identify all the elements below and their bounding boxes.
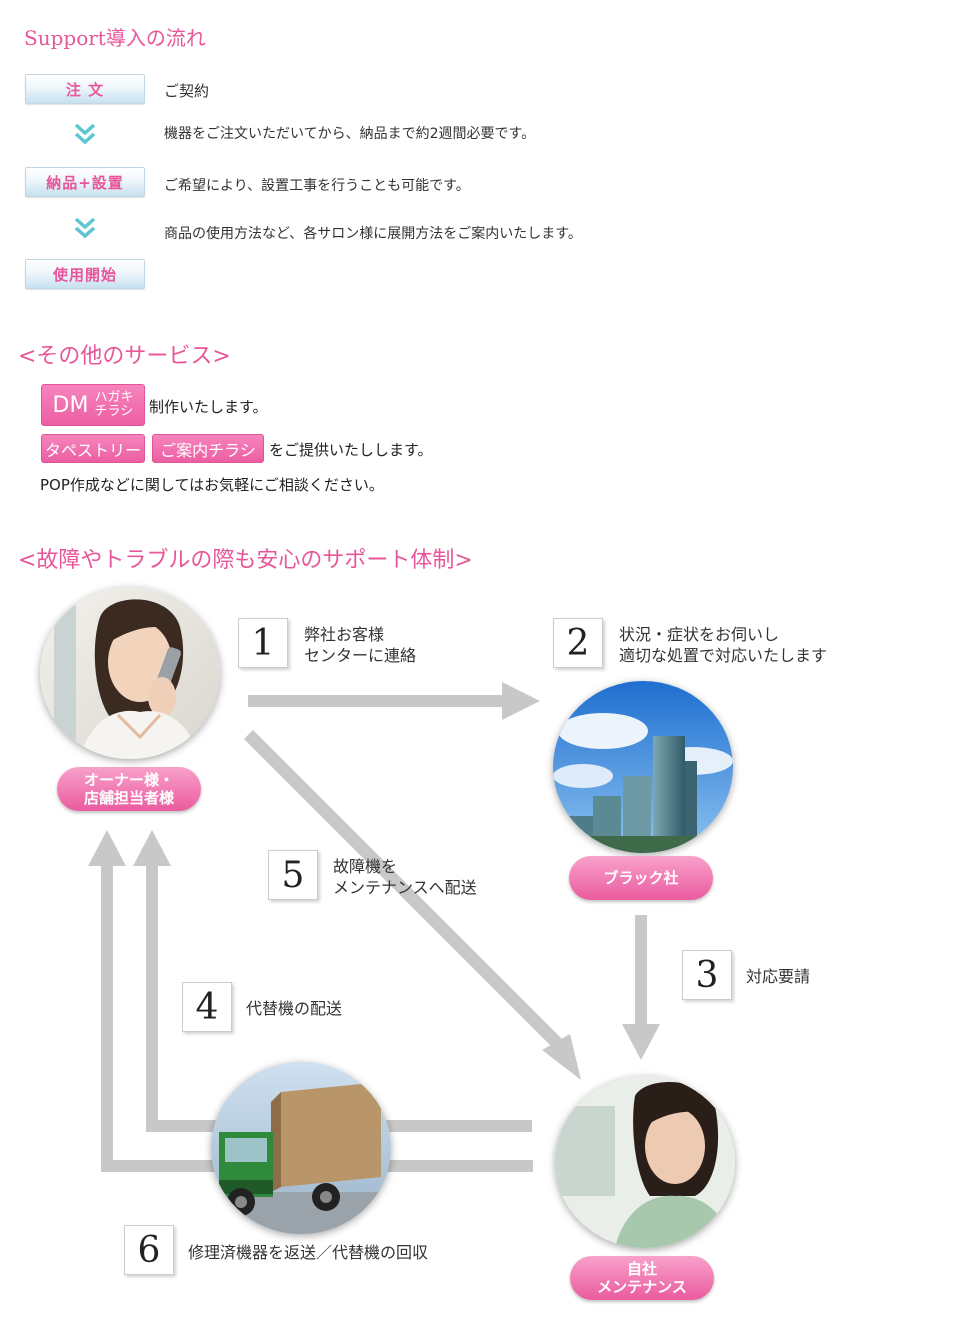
step-number-3: 3: [682, 950, 732, 1000]
dm-sub-flyer: チラシ: [94, 404, 134, 419]
step-order-button: 注 文: [25, 74, 145, 104]
woman-computer-image: [555, 1076, 735, 1248]
woman-phone-image: [40, 587, 220, 759]
dm-tag: DM ハガキ チラシ: [41, 384, 145, 426]
truck-image: [211, 1062, 391, 1234]
chevron-down-icon: [74, 217, 96, 239]
step-text-6: 修理済機器を返送／代替機の回収: [188, 1243, 429, 1262]
maintenance-label: 自社 メンテナンス: [570, 1256, 714, 1300]
step-start-button: 使用開始: [25, 259, 145, 289]
step-note-usage-guide: 商品の使用方法など、各サロン様に展開方法をご案内いたします。: [164, 226, 582, 242]
dm-sub-postcard: ハガキ: [94, 390, 134, 405]
step-text-3: 対応要請: [746, 967, 811, 986]
dm-main-label: DM: [52, 392, 89, 418]
step-order-desc: ご契約: [164, 82, 210, 100]
owner-label: オーナー様・ 店舗担当者様: [57, 767, 201, 811]
step-delivery-button: 納品+設置: [25, 167, 145, 197]
step-text-2: 状況・症状をお伺いし 適切な処置で対応いたします: [619, 625, 828, 665]
step-text-5: 故障機を メンテナンスへ配送: [333, 857, 477, 897]
chevron-down-icon: [74, 123, 96, 145]
company-label: ブラック社: [569, 856, 713, 900]
other-services-title: <その他のサービス>: [18, 344, 231, 369]
maintenance-photo: [555, 1076, 735, 1248]
truck-photo: [211, 1062, 391, 1234]
support-system-title: <故障やトラブルの際も安心のサポート体制>: [18, 548, 473, 573]
step-number-4: 4: [182, 982, 232, 1032]
tapestry-tag: タペストリー: [41, 434, 145, 463]
support-flow-title: Support導入の流れ: [24, 26, 206, 50]
pop-note: POP作成などに関してはお気軽にご相談ください。: [40, 476, 384, 494]
dm-sub-labels: ハガキ チラシ: [94, 391, 133, 419]
flyer-tag: ご案内チラシ: [152, 434, 264, 463]
step-number-6: 6: [124, 1225, 174, 1275]
arrow-down-icon: [622, 915, 660, 1060]
dm-desc: 制作いたします。: [149, 398, 268, 416]
tags-desc: をご提供いたしします。: [269, 441, 433, 459]
company-photo: [553, 681, 733, 853]
buildings-image: [553, 681, 733, 853]
step-text-1: 弊社お客様 センターに連絡: [304, 625, 417, 665]
step-number-2: 2: [553, 618, 603, 668]
step-number-1: 1: [238, 618, 288, 668]
step-delivery-desc: ご希望により、設置工事を行うことも可能です。: [164, 178, 470, 194]
step-note-delivery-time: 機器をご注文いただいてから、納品まで約2週間必要です。: [164, 126, 536, 142]
step-number-5: 5: [268, 850, 318, 900]
arrow-right-icon: [248, 682, 540, 720]
step-text-4: 代替機の配送: [246, 999, 343, 1018]
arrow-diagonal-icon: [244, 730, 581, 1080]
owner-photo: [40, 587, 220, 759]
